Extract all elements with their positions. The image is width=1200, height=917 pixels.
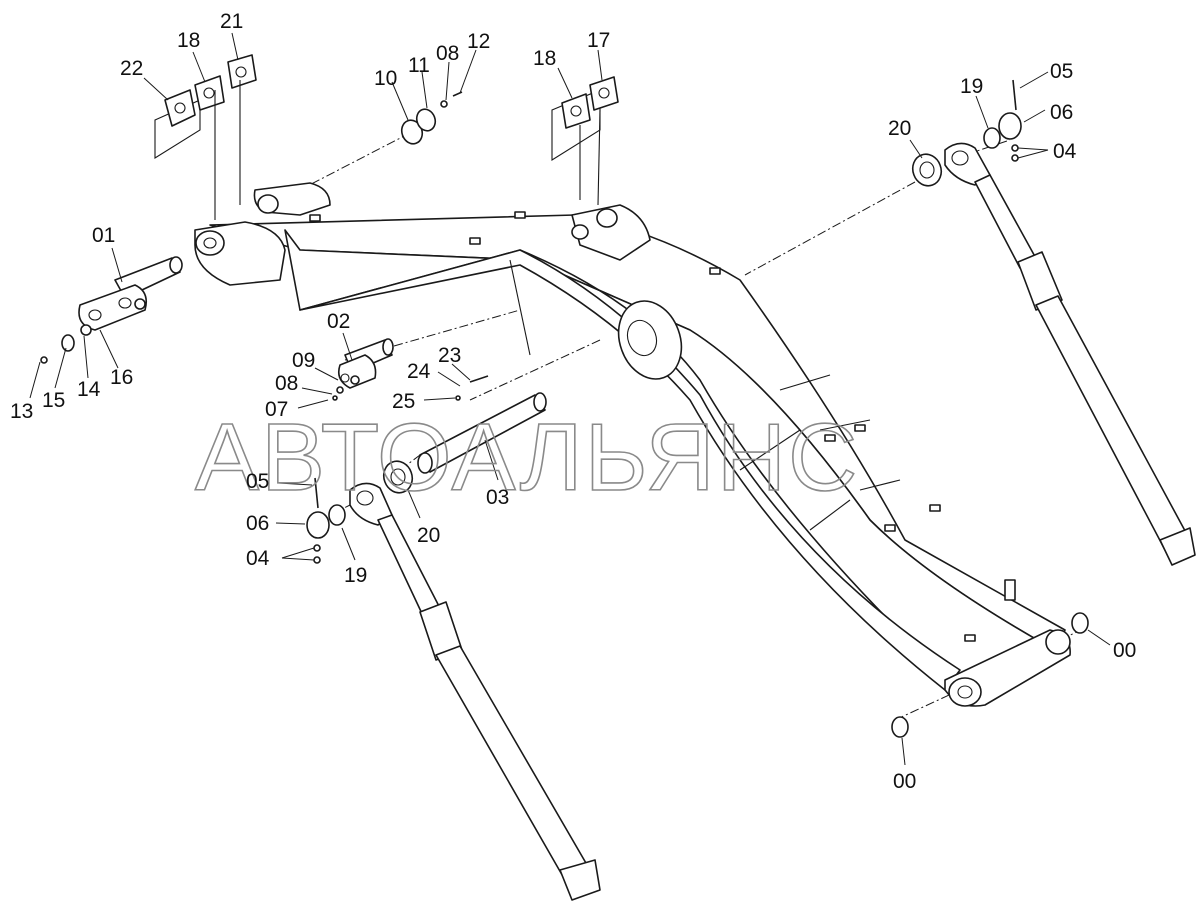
callout-02: 02 xyxy=(327,310,350,333)
callout-01: 01 xyxy=(92,224,115,247)
callout-19: 19 xyxy=(344,564,367,587)
callout-05: 05 xyxy=(246,470,269,493)
callouts: 22 18 21 10 11 08 12 18 17 19 05 06 04 2… xyxy=(10,10,1136,793)
callout-25: 25 xyxy=(392,390,415,413)
cylinder-left xyxy=(349,482,601,901)
callout-04: 04 xyxy=(246,547,270,570)
callout-09: 09 xyxy=(292,349,315,372)
callout-06: 06 xyxy=(1050,101,1073,124)
callout-06: 06 xyxy=(246,512,269,535)
callout-21: 21 xyxy=(220,10,243,33)
callout-14: 14 xyxy=(77,378,101,401)
callout-00: 00 xyxy=(1113,639,1136,662)
callout-00: 00 xyxy=(893,770,916,793)
callout-22: 22 xyxy=(120,57,143,80)
callout-05: 05 xyxy=(1050,60,1073,83)
pin-03 xyxy=(417,392,547,474)
callout-16: 16 xyxy=(110,366,133,389)
callout-17: 17 xyxy=(587,29,610,52)
callout-11: 11 xyxy=(408,54,430,77)
callout-03: 03 xyxy=(486,486,509,509)
callout-08: 08 xyxy=(436,42,459,65)
pin-02 xyxy=(337,338,394,389)
callout-15: 15 xyxy=(42,389,65,412)
callout-18: 18 xyxy=(533,47,556,70)
hardware xyxy=(40,79,1089,738)
callout-10: 10 xyxy=(374,67,397,90)
callout-08: 08 xyxy=(275,372,298,395)
callout-07: 07 xyxy=(265,398,288,421)
leader-lines xyxy=(29,32,1111,766)
cylinder-right xyxy=(944,142,1196,566)
watermark: АВТОАЛЬЯНС xyxy=(195,404,859,511)
shims xyxy=(154,54,619,220)
boom xyxy=(194,182,1071,707)
callout-20: 20 xyxy=(417,524,440,547)
callout-12: 12 xyxy=(467,30,490,53)
callout-20: 20 xyxy=(888,117,911,140)
callout-23: 23 xyxy=(438,344,461,367)
callout-24: 24 xyxy=(407,360,431,383)
callout-18: 18 xyxy=(177,29,200,52)
callout-04: 04 xyxy=(1053,140,1077,163)
pin-01 xyxy=(78,256,183,331)
callout-19: 19 xyxy=(960,75,983,98)
callout-13: 13 xyxy=(10,400,33,423)
